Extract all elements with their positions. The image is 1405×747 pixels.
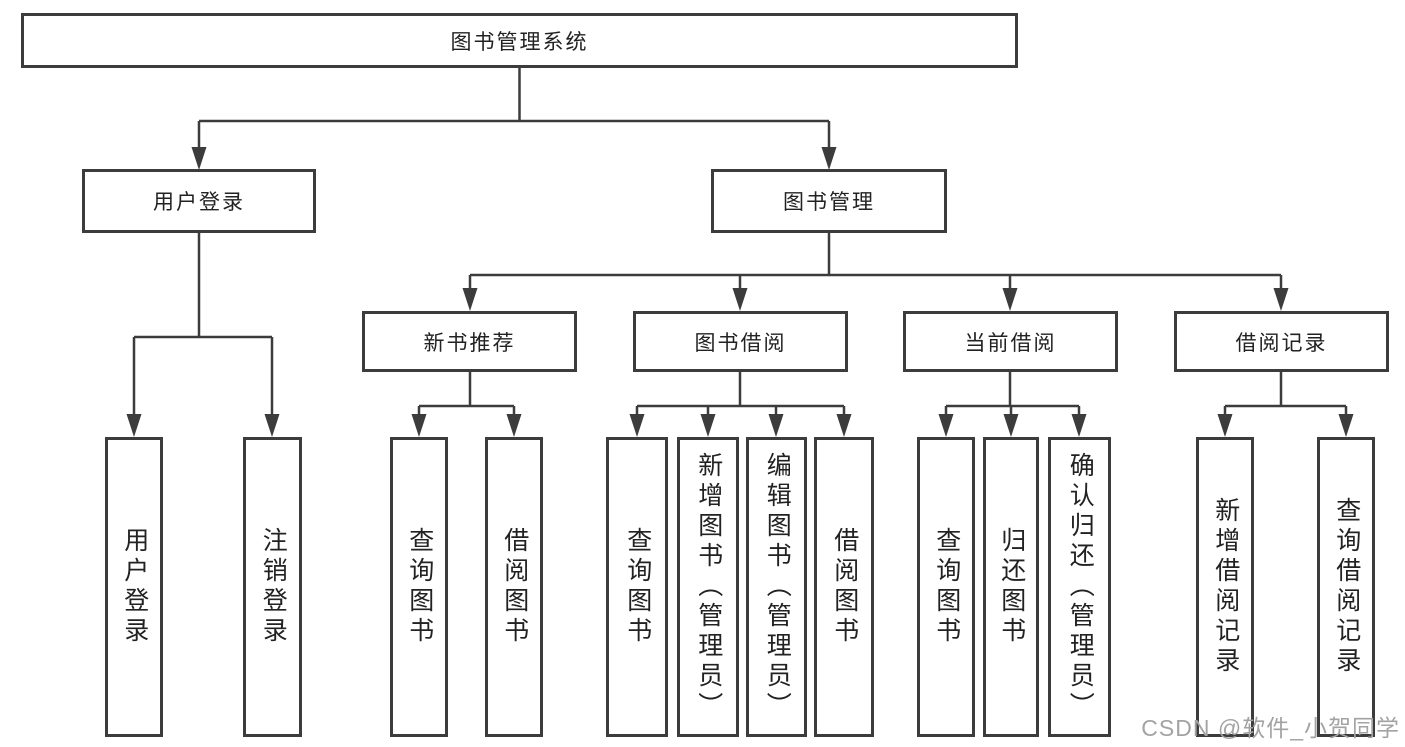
arrowhead	[836, 414, 852, 437]
node-current-borrowing-label: 当前借阅	[964, 331, 1057, 355]
leaf-query-borrow-record: 查询借阅记录	[1317, 437, 1375, 737]
leaf-edit-books-admin-label: 编辑图书（管理员）	[763, 452, 792, 722]
leaf-return-books-label: 归还图书	[997, 527, 1026, 647]
arrowhead	[1338, 414, 1354, 437]
node-library-management-system: 图书管理系统	[21, 13, 1018, 68]
arrowhead	[938, 414, 954, 437]
node-new-book-recommendation-label: 新书推荐	[423, 331, 516, 355]
node-book-management: 图书管理	[711, 169, 947, 233]
leaf-user-login-label: 用户登录	[120, 527, 149, 647]
csdn-watermark: CSDN @软件_小贺同学	[1141, 715, 1400, 741]
arrowhead	[1071, 414, 1087, 437]
arrowhead	[732, 288, 748, 311]
leaf-query-borrow-record-label: 查询借阅记录	[1332, 497, 1361, 677]
leaf-add-books-admin: 新增图书（管理员）	[677, 437, 739, 737]
node-book-management-label: 图书管理	[783, 191, 875, 214]
arrowhead	[506, 414, 522, 437]
arrowhead	[629, 414, 645, 437]
arrowhead	[1003, 414, 1019, 437]
arrowhead	[264, 414, 280, 437]
leaf-logout: 注销登录	[243, 437, 302, 737]
node-book-borrowing-label: 图书借阅	[694, 331, 787, 355]
leaf-current-query-books-label: 查询图书	[932, 527, 961, 647]
connector-arrowheads	[126, 147, 1354, 437]
node-library-management-system-label: 图书管理系统	[450, 30, 589, 54]
node-book-borrowing: 图书借阅	[633, 311, 848, 372]
node-borrowing-records-label: 借阅记录	[1235, 331, 1328, 355]
leaf-borrow-borrow-books-label: 借阅图书	[830, 527, 859, 647]
leaf-recommend-query-books: 查询图书	[390, 437, 448, 737]
node-user-login: 用户登录	[82, 169, 316, 233]
leaf-borrow-borrow-books: 借阅图书	[814, 437, 874, 737]
arrowhead	[700, 414, 716, 437]
arrowhead	[191, 147, 207, 170]
leaf-borrow-query-books: 查询图书	[606, 437, 668, 737]
arrowhead	[768, 414, 784, 437]
node-new-book-recommendation: 新书推荐	[362, 311, 577, 372]
leaf-add-borrow-record: 新增借阅记录	[1196, 437, 1254, 737]
leaf-user-login: 用户登录	[105, 437, 163, 737]
leaf-recommend-query-books-label: 查询图书	[405, 527, 434, 647]
arrowhead	[1002, 288, 1018, 311]
arrowhead	[411, 414, 427, 437]
leaf-borrow-query-books-label: 查询图书	[623, 527, 652, 647]
leaf-confirm-return-admin: 确认归还（管理员）	[1048, 437, 1111, 737]
leaf-edit-books-admin: 编辑图书（管理员）	[746, 437, 807, 737]
leaf-add-borrow-record-label: 新增借阅记录	[1211, 497, 1240, 677]
arrowhead	[1217, 414, 1233, 437]
leaf-recommend-borrow-books-label: 借阅图书	[500, 527, 529, 647]
leaf-logout-label: 注销登录	[259, 527, 288, 647]
leaf-recommend-borrow-books: 借阅图书	[485, 437, 543, 737]
arrowhead	[462, 288, 478, 311]
arrowhead	[1273, 288, 1289, 311]
arrowhead	[126, 414, 142, 437]
node-user-login-label: 用户登录	[153, 191, 245, 214]
leaf-add-books-admin-label: 新增图书（管理员）	[694, 452, 723, 722]
node-current-borrowing: 当前借阅	[903, 311, 1118, 372]
leaf-confirm-return-admin-label: 确认归还（管理员）	[1066, 452, 1095, 722]
arrowhead	[821, 147, 837, 170]
node-borrowing-records: 借阅记录	[1174, 311, 1389, 372]
leaf-return-books: 归还图书	[983, 437, 1039, 737]
leaf-current-query-books: 查询图书	[917, 437, 975, 737]
